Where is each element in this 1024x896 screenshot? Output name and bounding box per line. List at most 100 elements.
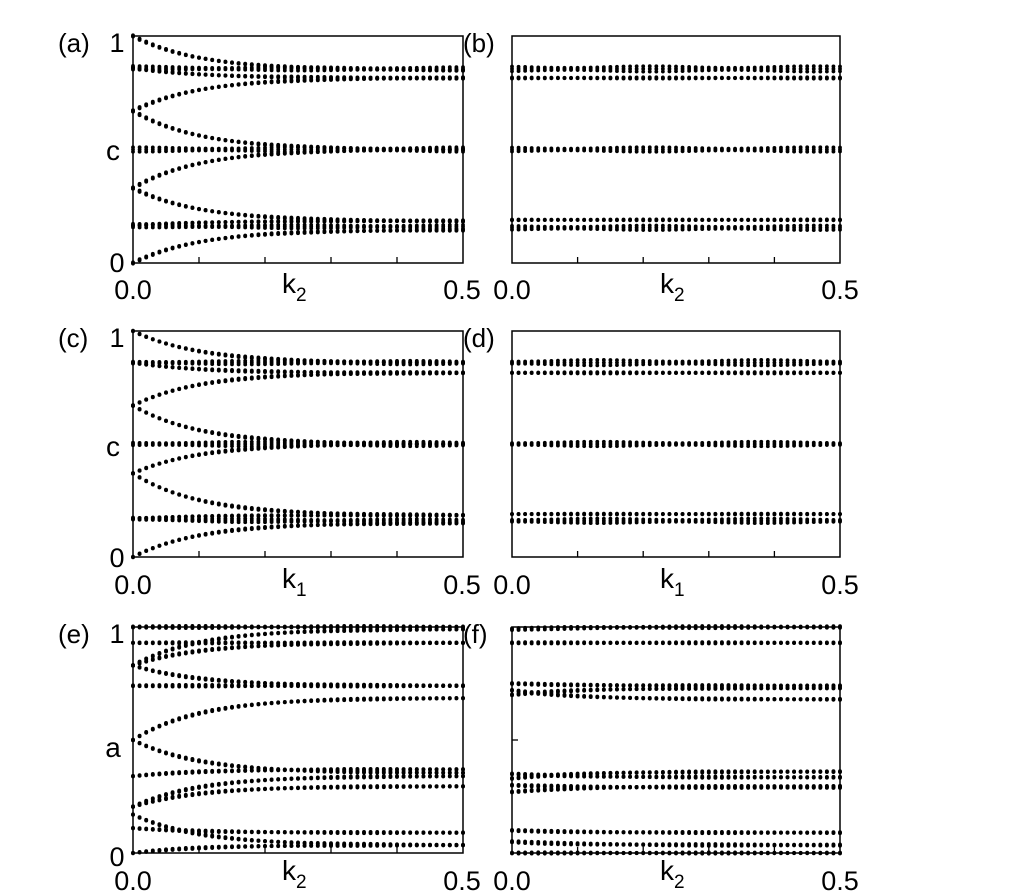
data-point [687,149,692,154]
data-point [746,371,751,376]
data-point [131,555,135,560]
data-point [792,443,796,448]
data-point [461,361,465,366]
data-point [536,362,541,366]
data-point [177,149,182,153]
data-point [216,368,221,373]
data-point [441,359,446,364]
data-point [556,358,560,363]
data-point [408,513,413,518]
data-point [131,361,135,365]
data-point [772,145,777,150]
data-point [150,518,155,522]
data-point [785,218,790,223]
data-point [144,64,149,69]
data-point [779,76,783,81]
data-point [569,517,573,521]
data-point [824,69,829,74]
data-point [752,68,757,73]
data-point [170,539,175,544]
data-point [150,337,155,342]
data-point [434,148,439,153]
data-point [256,220,261,224]
data-point [556,218,560,222]
data-point [674,64,678,69]
data-point [236,520,241,525]
data-point [282,219,287,224]
data-point [137,183,142,187]
data-point [223,73,228,78]
data-point [276,362,281,366]
data-point [654,67,659,71]
data-point [706,443,711,448]
data-point [765,521,770,525]
data-point [461,228,465,233]
data-point [595,65,600,70]
data-point [256,75,261,79]
data-point [236,155,241,160]
data-point [170,149,175,154]
data-point [549,76,554,81]
data-point [177,345,182,350]
data-point [647,520,652,525]
data-point [269,68,274,73]
data-point [282,524,287,529]
data-point [230,139,234,144]
data-point [177,492,182,497]
data-point [765,76,770,81]
data-point [131,471,135,476]
data-point [765,218,770,223]
data-point [615,149,619,154]
data-point [693,218,698,223]
data-point [203,220,208,225]
data-point [588,444,593,449]
data-point [647,76,652,81]
data-point [434,228,439,233]
data-point [282,370,287,375]
data-point [601,444,606,449]
data-point [223,503,228,508]
data-point [556,226,560,231]
data-point [634,371,639,376]
data-point [621,512,626,517]
data-point [368,225,373,230]
data-point [197,207,201,212]
data-point [395,76,399,81]
data-point [549,520,554,525]
data-point [556,148,560,153]
data-point [236,235,241,239]
data-point [368,229,373,233]
data-point [811,223,816,228]
data-point [249,149,254,153]
data-point [818,67,823,71]
data-point [542,520,547,525]
data-point [243,516,248,521]
data-point [428,359,432,363]
data-point [309,444,314,448]
data-point [230,225,234,230]
data-point [395,371,399,376]
data-point [595,521,600,525]
data-point [144,517,149,522]
data-point [461,513,465,518]
data-point [582,358,587,362]
y-axis-label: c [106,431,120,462]
data-point [414,442,419,447]
data-point [575,226,580,231]
data-point [726,218,731,222]
data-point [556,68,560,72]
data-point [615,440,619,444]
data-point [322,223,327,227]
data-point [223,362,228,367]
data-point [276,525,281,530]
data-point [230,354,234,359]
data-point [588,521,593,525]
data-point [582,68,587,73]
data-point [720,362,724,367]
data-point [157,197,162,202]
data-point [523,218,528,223]
data-point [223,530,228,534]
data-point [243,362,248,367]
data-point [680,227,685,232]
data-points [131,33,465,266]
